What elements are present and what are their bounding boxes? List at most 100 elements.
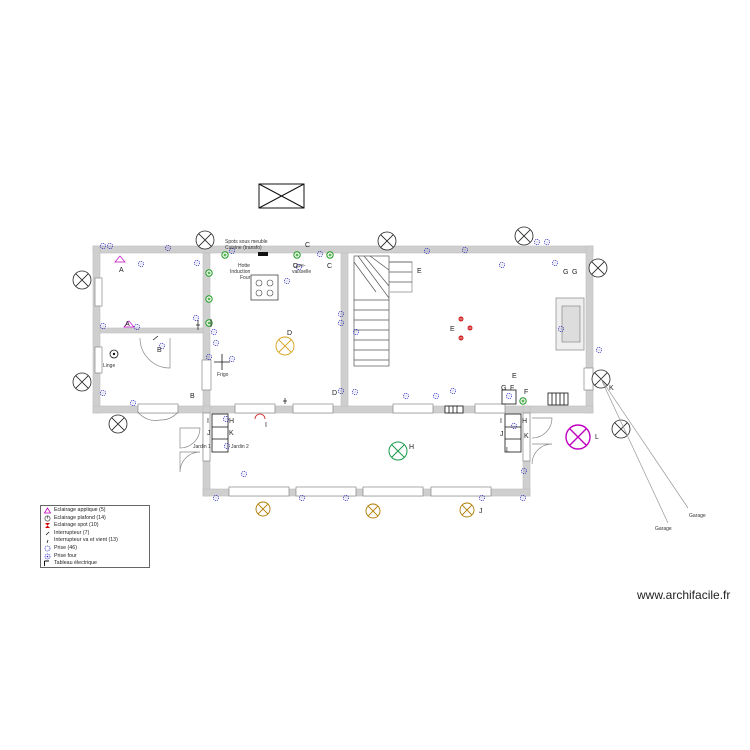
spot-light-icon bbox=[458, 335, 464, 341]
legend-item: Prise (46) bbox=[43, 545, 147, 553]
electrical-panel-icon bbox=[211, 389, 569, 453]
staircase bbox=[353, 255, 412, 367]
circuit-label: B bbox=[157, 347, 162, 354]
circuit-label: G bbox=[501, 385, 506, 392]
openings bbox=[94, 277, 594, 497]
room-label: Spots sous meuble bbox=[225, 239, 268, 245]
electrical-panel-icon bbox=[44, 561, 49, 567]
spot-light-icon bbox=[45, 523, 50, 529]
legend-label: Interrupteur (7) bbox=[54, 529, 90, 536]
circuit-label: K bbox=[229, 430, 234, 437]
circuit-label: G bbox=[572, 269, 577, 276]
outdoor-light-icon bbox=[72, 270, 92, 290]
hob bbox=[250, 252, 279, 301]
ceiling-light-icon bbox=[255, 501, 271, 517]
legend-label: Eclairage plafond (14) bbox=[54, 514, 106, 521]
outdoor-light-icon bbox=[588, 258, 608, 278]
oven-socket-icon bbox=[44, 553, 51, 560]
legend-item: Eclairage spot (10) bbox=[43, 522, 147, 530]
circuit-label: J bbox=[500, 431, 504, 438]
garage-lines bbox=[600, 378, 689, 524]
legend-item: Eclairage applique (5) bbox=[43, 507, 147, 515]
circuit-label: F bbox=[510, 385, 514, 392]
circuit-label: C bbox=[293, 263, 298, 270]
room-label: Lave- bbox=[293, 263, 306, 269]
outdoor-light-icon bbox=[514, 226, 534, 246]
two-way-switch-icon bbox=[221, 251, 229, 259]
washing-machine-icon bbox=[109, 349, 119, 359]
spot-light-icon bbox=[467, 325, 473, 331]
outdoor-light-icon bbox=[72, 372, 92, 392]
two-way-switch-icon bbox=[519, 397, 527, 405]
switch-icons bbox=[152, 319, 287, 404]
switch-icon bbox=[45, 531, 50, 536]
outdoor-light-icon bbox=[108, 414, 128, 434]
circuit-label: E bbox=[450, 326, 455, 333]
circuit-label: C bbox=[305, 242, 310, 249]
watermark: www.archifacile.fr bbox=[637, 588, 731, 602]
two-way-switch-icon bbox=[46, 539, 49, 543]
frigo-icon bbox=[214, 354, 230, 370]
outdoor-light-icon bbox=[377, 231, 397, 251]
ceiling-light-icon bbox=[275, 336, 295, 356]
circuit-label: K bbox=[609, 385, 614, 392]
legend-label: Eclairage spot (10) bbox=[54, 522, 99, 529]
ceiling-light-icon bbox=[44, 515, 51, 522]
circuit-label: D bbox=[287, 330, 292, 337]
room-label: Jardin 1 bbox=[193, 444, 211, 450]
circuit-label: C bbox=[327, 263, 332, 270]
legend-label: Prise four bbox=[54, 552, 77, 559]
wall-light-icon bbox=[565, 424, 591, 450]
legend: Eclairage applique (5) Eclairage plafond… bbox=[40, 505, 150, 568]
ceiling-light-icon bbox=[388, 441, 408, 461]
circuit-label: E bbox=[417, 268, 422, 275]
legend-item: Interrupteur va et vient (13) bbox=[43, 537, 147, 545]
legend-label: Interrupteur va et vient (13) bbox=[54, 537, 118, 544]
room-label: Jardin 2 bbox=[231, 444, 249, 450]
wall-light-icon bbox=[43, 507, 52, 514]
outdoor-light-icon bbox=[195, 230, 215, 250]
circuit-label: L bbox=[506, 447, 510, 454]
legend-item: Interrupteur (7) bbox=[43, 530, 147, 538]
wall-light-icon bbox=[114, 255, 135, 328]
legend-item: Eclairage plafond (14) bbox=[43, 515, 147, 523]
cross-box-icon bbox=[258, 183, 305, 209]
circuit-label: A bbox=[119, 267, 124, 274]
room-label: Hotte bbox=[238, 263, 250, 269]
circuit-label: J bbox=[479, 508, 483, 515]
circuit-label: I bbox=[207, 418, 209, 425]
two-way-switch-icon bbox=[205, 295, 213, 303]
circuit-label: A bbox=[125, 321, 130, 328]
legend-label: Prise (46) bbox=[54, 544, 77, 551]
door-swings bbox=[137, 261, 553, 473]
room-label: Garage bbox=[655, 526, 672, 532]
walls bbox=[92, 245, 594, 497]
socket-icon bbox=[44, 545, 51, 552]
two-way-switch-icon bbox=[326, 251, 334, 259]
circuit-label: H bbox=[409, 444, 414, 451]
circuit-label: E bbox=[512, 373, 517, 380]
ceiling-light-icon bbox=[459, 502, 475, 518]
room-label: Frigo bbox=[217, 372, 229, 378]
room-label: vaisselle bbox=[292, 269, 311, 275]
circuit-label: H bbox=[229, 418, 234, 425]
spot-light-icon bbox=[458, 316, 464, 322]
circuit-label: J bbox=[207, 430, 211, 437]
legend-item: Prise four bbox=[43, 553, 147, 561]
two-way-switch-icon bbox=[205, 269, 213, 277]
circuit-label: K bbox=[524, 433, 529, 440]
legend-item: Tableau électrique bbox=[43, 560, 147, 568]
circuit-label: I bbox=[265, 422, 267, 429]
legend-label: Eclairage applique (5) bbox=[54, 507, 106, 513]
room-label: Induction bbox=[230, 269, 251, 275]
room-label: Cuisine (transfo) bbox=[225, 245, 262, 251]
circuit-label: D bbox=[332, 390, 337, 397]
circuit-label: I bbox=[500, 418, 502, 425]
circuit-label: G bbox=[563, 269, 568, 276]
legend-label: Tableau électrique bbox=[54, 560, 97, 567]
room-label: Linge bbox=[103, 363, 115, 369]
ceiling-light-icon bbox=[365, 503, 381, 519]
spot-light-icon bbox=[254, 413, 266, 420]
circuit-label: F bbox=[524, 389, 528, 396]
